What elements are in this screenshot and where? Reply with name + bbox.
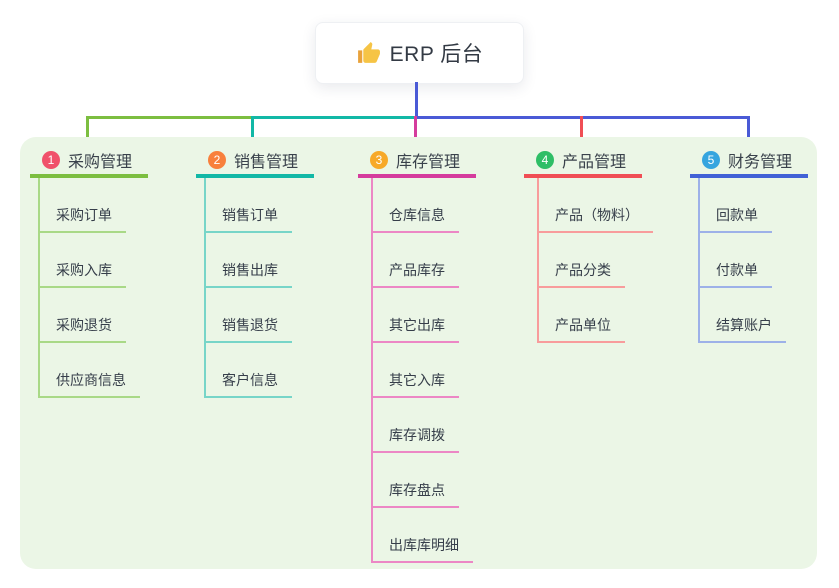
node-purchase-order[interactable]: 采购订单 xyxy=(38,199,126,233)
node-customer-info[interactable]: 客户信息 xyxy=(204,364,292,398)
branch-label: 产品管理 xyxy=(562,154,627,171)
branch-number-badge: 1 xyxy=(42,151,60,169)
connector-segment-teal xyxy=(252,116,416,119)
node-stock-transfer[interactable]: 库存调拨 xyxy=(371,419,459,453)
node-sales-order[interactable]: 销售订单 xyxy=(204,199,292,233)
node-stock-count[interactable]: 库存盘点 xyxy=(371,474,459,508)
branch-header-product[interactable]: 4 产品管理 xyxy=(524,146,642,178)
branch-label: 采购管理 xyxy=(68,154,133,171)
branch-number-badge: 5 xyxy=(702,151,720,169)
branch-drop-line-3 xyxy=(414,116,417,146)
branch-drop-line-1 xyxy=(86,116,89,146)
node-label: 库存调拨 xyxy=(389,427,445,443)
node-settlement-account[interactable]: 结算账户 xyxy=(698,309,786,343)
node-label: 客户信息 xyxy=(222,372,278,388)
branch-stem-line-1 xyxy=(38,178,40,398)
node-product-unit[interactable]: 产品单位 xyxy=(537,309,625,343)
branch-stem-line-2 xyxy=(204,178,206,398)
branch-stem-line-3 xyxy=(371,178,373,563)
branch-drop-line-5 xyxy=(747,116,750,146)
root-node[interactable]: ERP 后台 xyxy=(315,22,524,84)
node-supplier-info[interactable]: 供应商信息 xyxy=(38,364,140,398)
node-label: 其它入库 xyxy=(389,372,445,388)
node-product-material[interactable]: 产品（物料） xyxy=(537,199,653,233)
node-label: 结算账户 xyxy=(716,317,772,333)
branch-stem-line-4 xyxy=(537,178,539,343)
connector-segment-green xyxy=(86,116,252,119)
node-label: 采购退货 xyxy=(56,317,112,333)
branch-drop-line-2 xyxy=(251,116,254,146)
node-label: 销售退货 xyxy=(222,317,278,333)
node-label: 销售出库 xyxy=(222,262,278,278)
node-label: 产品单位 xyxy=(555,317,611,333)
node-receipt-bill[interactable]: 回款单 xyxy=(698,199,772,233)
branch-label: 财务管理 xyxy=(728,154,793,171)
connector-segment-blue xyxy=(416,116,750,119)
node-label: 采购入库 xyxy=(56,262,112,278)
branch-header-purchase[interactable]: 1 采购管理 xyxy=(30,146,148,178)
branch-header-finance[interactable]: 5 财务管理 xyxy=(690,146,808,178)
node-label: 供应商信息 xyxy=(56,372,126,388)
node-label: 出库库明细 xyxy=(389,537,459,553)
root-label: ERP 后台 xyxy=(389,43,484,66)
branch-header-sales[interactable]: 2 销售管理 xyxy=(196,146,314,178)
branch-number-badge: 3 xyxy=(370,151,388,169)
node-label: 产品分类 xyxy=(555,262,611,278)
root-connector-line xyxy=(415,82,418,119)
node-sales-return[interactable]: 销售退货 xyxy=(204,309,292,343)
node-label: 仓库信息 xyxy=(389,207,445,223)
node-label: 采购订单 xyxy=(56,207,112,223)
node-label: 库存盘点 xyxy=(389,482,445,498)
node-sales-outbound[interactable]: 销售出库 xyxy=(204,254,292,288)
node-purchase-inbound[interactable]: 采购入库 xyxy=(38,254,126,288)
branches-panel xyxy=(20,137,817,569)
branch-label: 库存管理 xyxy=(396,154,461,171)
node-label: 付款单 xyxy=(716,262,758,278)
node-other-inbound[interactable]: 其它入库 xyxy=(371,364,459,398)
branch-drop-line-4 xyxy=(580,116,583,146)
node-product-category[interactable]: 产品分类 xyxy=(537,254,625,288)
node-label: 其它出库 xyxy=(389,317,445,333)
node-label: 产品库存 xyxy=(389,262,445,278)
node-purchase-return[interactable]: 采购退货 xyxy=(38,309,126,343)
branch-number-badge: 4 xyxy=(536,151,554,169)
node-other-outbound[interactable]: 其它出库 xyxy=(371,309,459,343)
node-warehouse-info[interactable]: 仓库信息 xyxy=(371,199,459,233)
thumbs-up-icon xyxy=(356,41,381,66)
node-label: 回款单 xyxy=(716,207,758,223)
node-label: 销售订单 xyxy=(222,207,278,223)
branch-label: 销售管理 xyxy=(234,154,299,171)
branch-number-badge: 2 xyxy=(208,151,226,169)
branch-stem-line-5 xyxy=(698,178,700,343)
node-payment-bill[interactable]: 付款单 xyxy=(698,254,772,288)
node-product-stock[interactable]: 产品库存 xyxy=(371,254,459,288)
branch-header-inventory[interactable]: 3 库存管理 xyxy=(358,146,476,178)
node-label: 产品（物料） xyxy=(555,207,639,223)
node-outbound-detail[interactable]: 出库库明细 xyxy=(371,529,473,563)
